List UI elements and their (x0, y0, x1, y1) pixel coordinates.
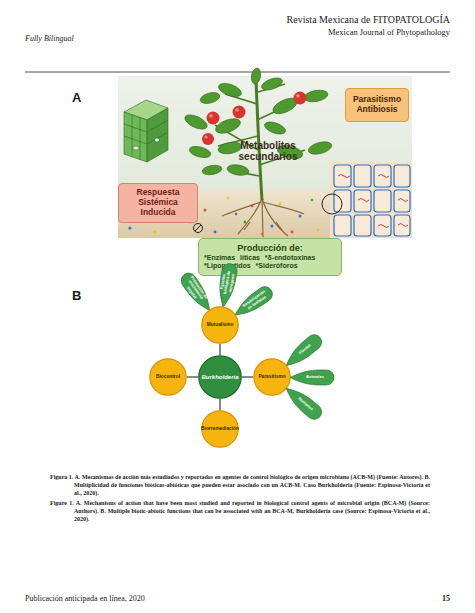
figure-caption: Figura 1. A. Mecanismos de acción más es… (50, 474, 430, 497)
journal-subtitle: Mexican Journal of Phytopathology (200, 27, 450, 37)
link-line (219, 399, 221, 410)
header-rule (25, 72, 450, 73)
function-petal: Plantas (281, 331, 324, 371)
node-text: Burkholderia (201, 374, 238, 380)
function-circle: Biorremediación (201, 410, 239, 448)
node-text: Promoción de crecimiento vegetal (181, 273, 210, 307)
production-box: Producción de:*Enzimas líticas *δ-endoto… (198, 238, 342, 276)
node-text: Producción de: (204, 243, 336, 254)
node-text: Plantas (298, 343, 312, 356)
node-text: Animales (306, 375, 324, 379)
footer-note: Publicación anticipada en línea, 2020 (25, 594, 275, 603)
node-text: Humanos (296, 397, 313, 412)
page-number: 15 (400, 594, 450, 603)
journal-title: Revista Mexicana de FITOPATOLOGÍA (200, 14, 450, 25)
tomato-fruits (202, 92, 307, 146)
function-petal: Solubilización de fosfatos (230, 283, 275, 321)
mechanism-box: Parasitismo Antibiosis (345, 88, 409, 122)
genus-circle: Burkholderia (198, 355, 242, 399)
plant-illustration (118, 67, 412, 238)
illustration-label: Metabolitos secundarios (226, 140, 310, 162)
node-text: Mutualismo (207, 322, 234, 327)
node-text: Fijación biológica de nitrógeno (218, 266, 237, 300)
node-text: Parasitismo (258, 374, 285, 379)
function-circle: Parasitismo (253, 358, 291, 396)
inhibition-symbol (194, 224, 203, 233)
link-line (219, 344, 221, 355)
function-petal: Promoción de crecimiento vegetal (178, 270, 216, 315)
node-text: Biorremediación (201, 426, 239, 431)
running-head: Fully Bilingual (25, 34, 145, 43)
link-line (187, 376, 198, 378)
function-petal: Animales (290, 370, 334, 385)
function-circle: Mutualismo (201, 306, 239, 344)
panel-letter: A (72, 90, 92, 105)
node-text: Parasitismo Antibiosis (349, 95, 405, 115)
function-petal: Humanos (281, 383, 324, 423)
plant-cells (322, 162, 412, 238)
panel-letter: B (72, 288, 92, 303)
node-text: Respuesta Sistémica Inducida (122, 188, 194, 217)
node-text: Biocontrol (156, 374, 180, 379)
tomato-plant (183, 67, 333, 200)
roots (222, 198, 304, 237)
function-circle: Biocontrol (149, 358, 187, 396)
mechanism-box: Respuesta Sistémica Inducida (118, 183, 198, 223)
leaf-cross-section (124, 100, 168, 162)
node-text: Solubilización de fosfatos (240, 288, 271, 314)
caption-english: Figure 1. A. Mechanisms of action that h… (50, 500, 430, 523)
link-line (242, 376, 253, 378)
